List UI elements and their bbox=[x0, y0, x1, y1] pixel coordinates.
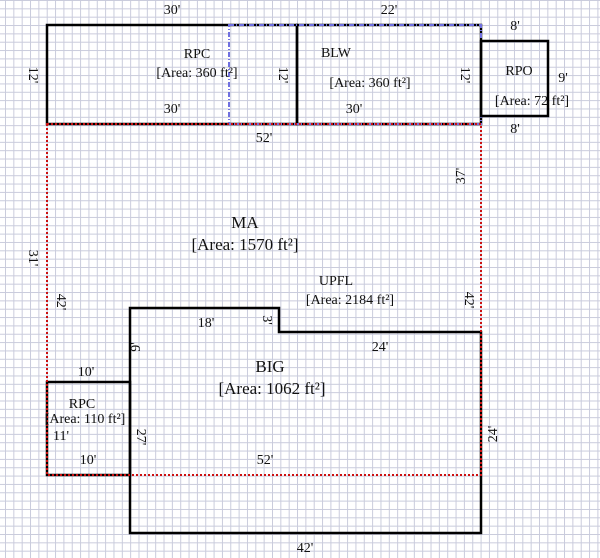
room-name: RPC bbox=[184, 47, 210, 62]
dimension-label: 18' bbox=[198, 316, 215, 331]
room-area: [Area: 360 ft²] bbox=[329, 76, 410, 91]
dimension-label: 24' bbox=[486, 426, 501, 443]
room-name: BIG bbox=[255, 357, 284, 376]
dimension-label: 8' bbox=[510, 122, 520, 137]
dimension-label: 30' bbox=[164, 102, 181, 117]
room-rpo-outline[interactable] bbox=[479, 39, 550, 118]
dimension-label: 27' bbox=[133, 429, 148, 446]
room-name: UPFL bbox=[319, 274, 353, 289]
room-area: [Area: 110 ft²] bbox=[45, 412, 126, 427]
room-name: MA bbox=[231, 213, 259, 232]
dimension-label: 24' bbox=[372, 340, 389, 355]
dimension-label: 42' bbox=[461, 292, 476, 309]
room-area: [Area: 360 ft²] bbox=[156, 66, 237, 81]
room-name: RPO bbox=[505, 64, 532, 79]
dimension-label: 22' bbox=[381, 3, 398, 18]
dimension-label: 3' bbox=[259, 315, 274, 325]
room-area: [Area: 2184 ft²] bbox=[306, 293, 394, 308]
dimension-label: 9' bbox=[558, 71, 568, 86]
room-area: [Area: 1062 ft²] bbox=[218, 379, 325, 398]
room-name: RPC bbox=[69, 397, 95, 412]
dimension-label: 12' bbox=[275, 67, 290, 84]
dimension-label: 12' bbox=[25, 67, 40, 84]
room-blw-outline[interactable] bbox=[295, 23, 483, 126]
dimension-label: 10' bbox=[78, 365, 95, 380]
room-big-outline[interactable] bbox=[128, 306, 483, 535]
dimension-label: 12' bbox=[457, 67, 472, 84]
dimension-label: 30' bbox=[346, 102, 363, 117]
dimension-label: 10' bbox=[80, 453, 97, 468]
dimension-label: 52' bbox=[257, 453, 274, 468]
dimension-label: 11' bbox=[53, 429, 69, 444]
room-area: [Area: 1570 ft²] bbox=[191, 235, 298, 254]
dimension-label: 9' bbox=[129, 342, 144, 352]
dimension-label: 30' bbox=[164, 3, 181, 18]
dimension-label: 8' bbox=[510, 19, 520, 34]
room-ma-outline[interactable] bbox=[46, 123, 482, 476]
dimension-label: 42' bbox=[297, 541, 314, 556]
dimension-label: 37' bbox=[454, 168, 469, 185]
room-area: [Area: 72 ft²] bbox=[495, 94, 569, 109]
dimension-label: 52' bbox=[256, 131, 273, 146]
dimension-label: 42' bbox=[53, 294, 68, 311]
room-name: BLW bbox=[321, 46, 352, 61]
dimension-label: 31' bbox=[25, 250, 40, 267]
